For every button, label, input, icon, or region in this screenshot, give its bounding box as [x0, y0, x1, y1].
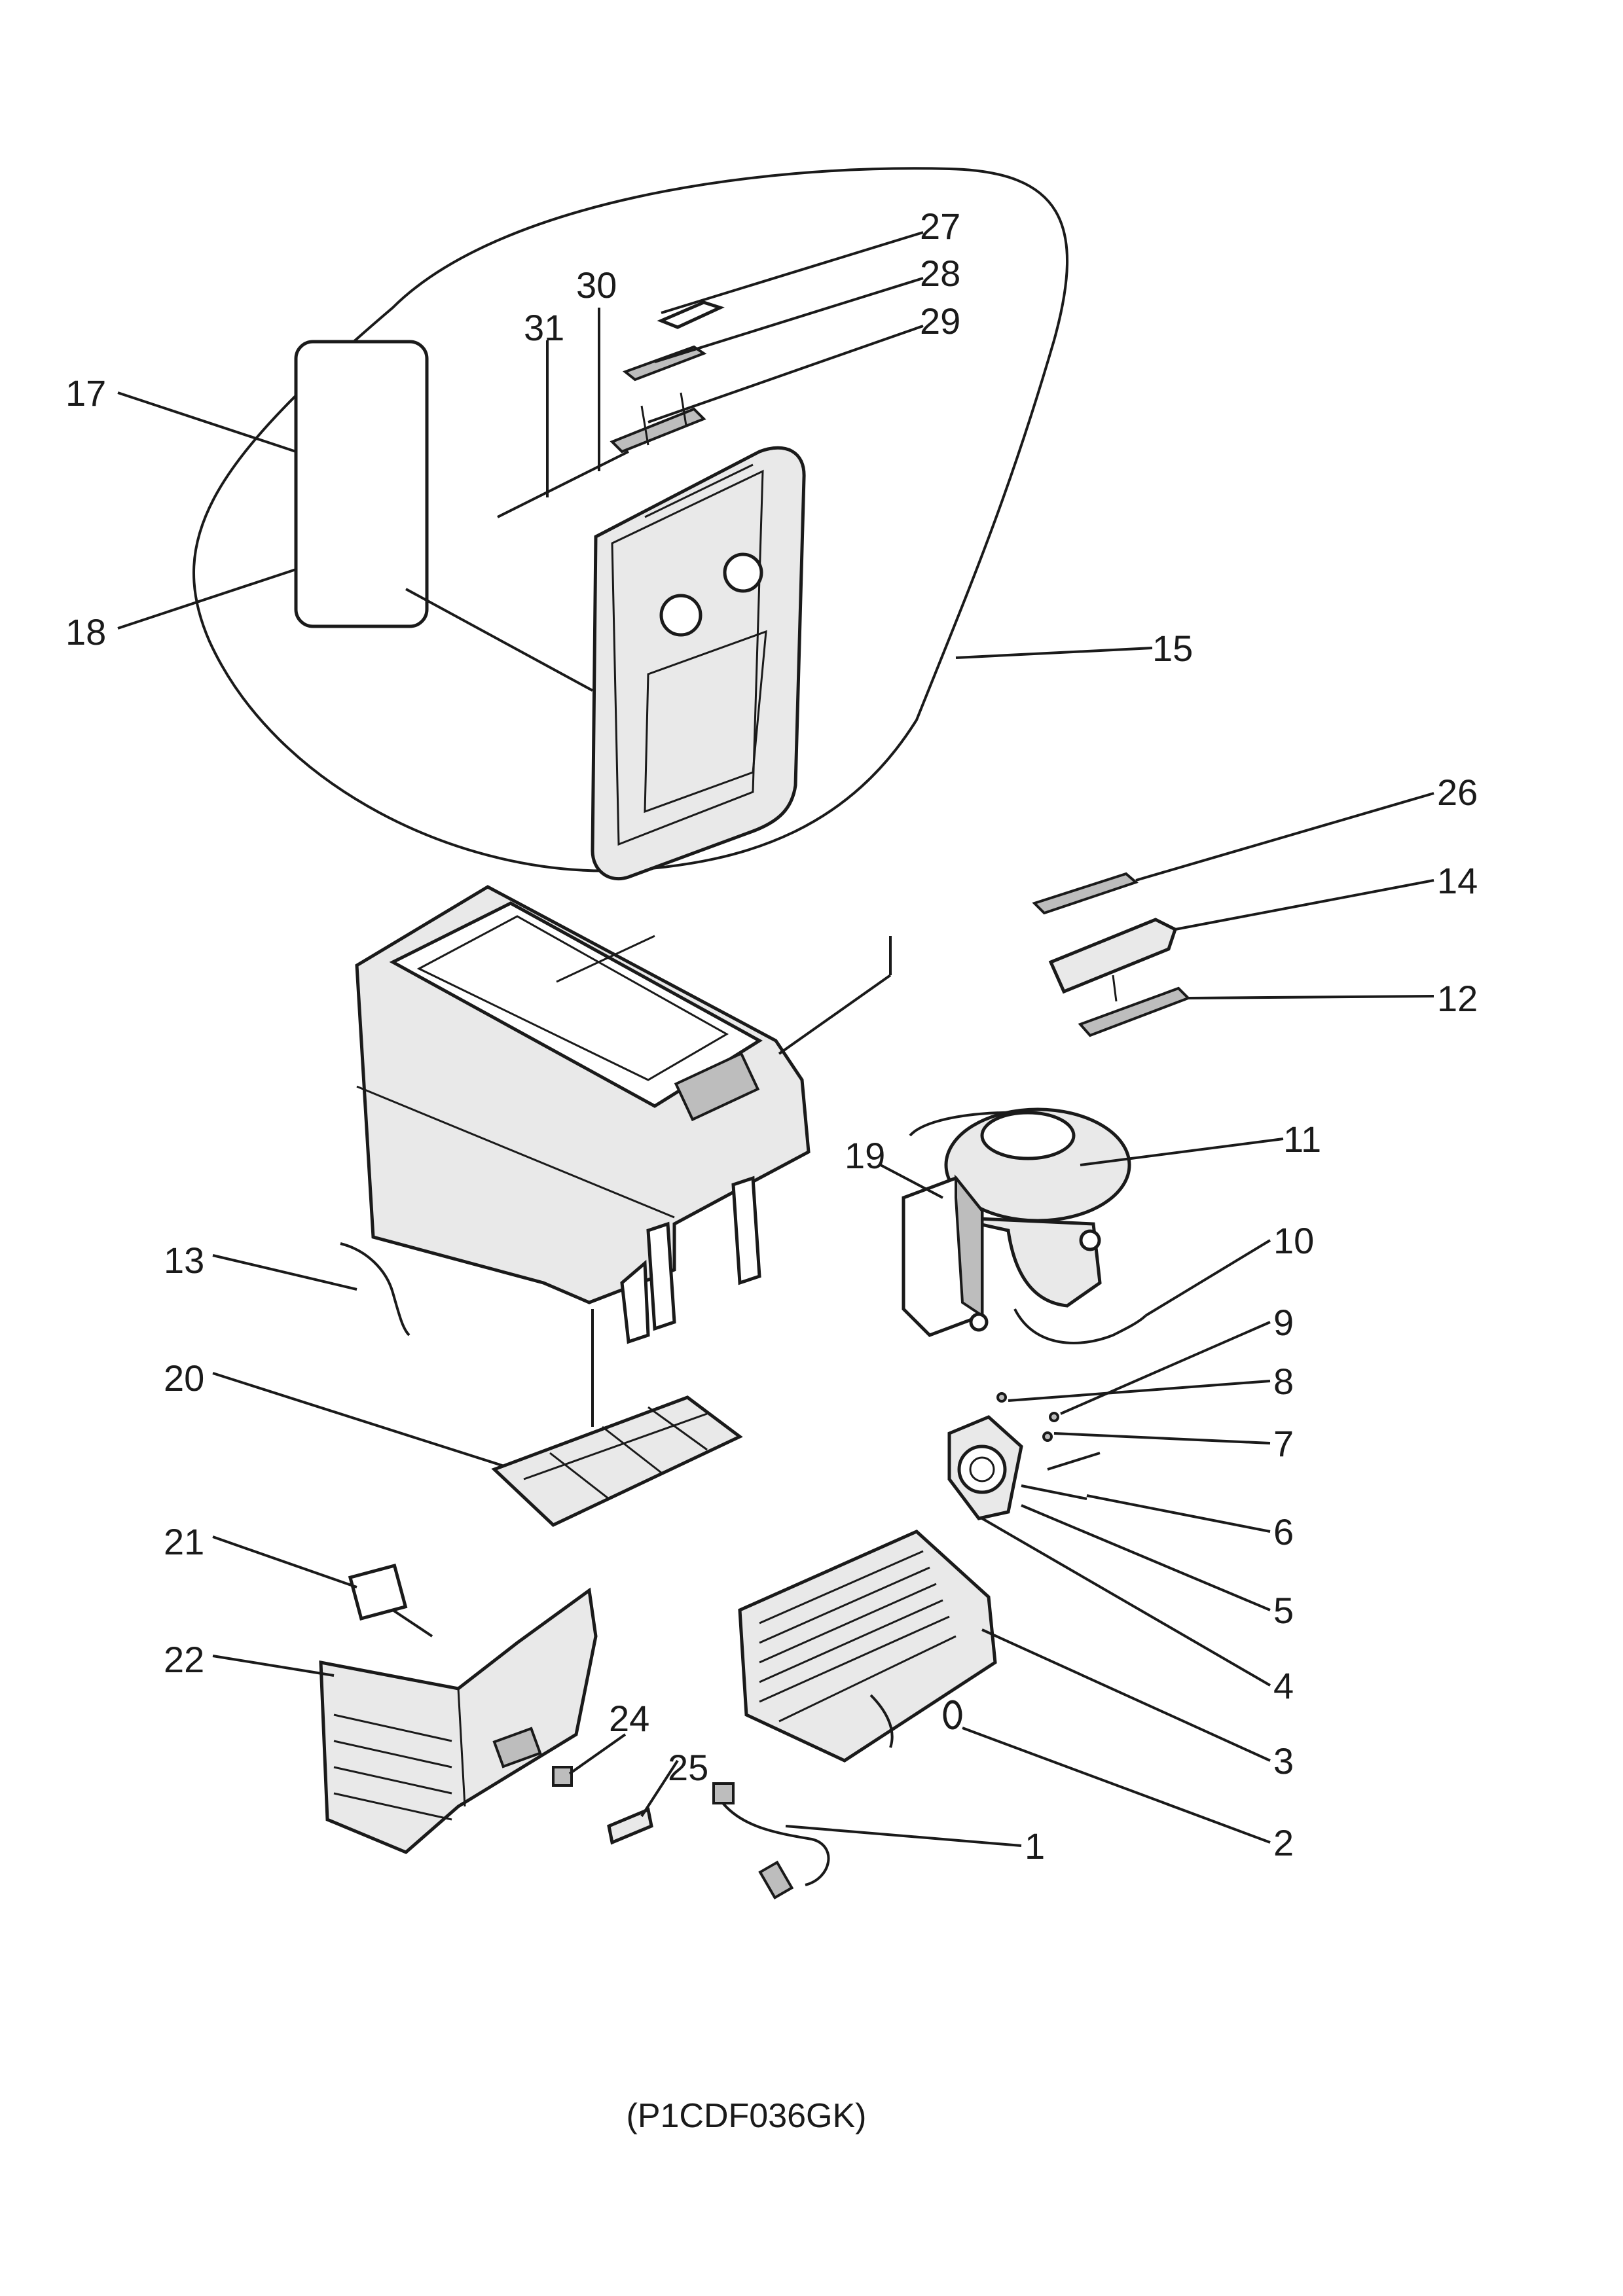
callout-8: 8 [1273, 1361, 1294, 1402]
callout-24: 24 [609, 1698, 649, 1739]
callout-12: 12 [1437, 978, 1478, 1019]
callout-9: 9 [1273, 1302, 1294, 1343]
bottom-plate [491, 1395, 743, 1527]
callout-11: 11 [1283, 1119, 1321, 1160]
callout-1: 1 [1025, 1825, 1045, 1867]
lid-panel [591, 446, 806, 881]
lid-detail-outline [192, 167, 1069, 872]
callout-29: 29 [920, 300, 960, 342]
connector-plug [552, 1766, 573, 1787]
callout-7: 7 [1273, 1423, 1294, 1464]
leader-lines [117, 231, 1434, 1847]
callout-30: 30 [576, 264, 617, 306]
callout-26: 26 [1437, 772, 1478, 813]
callout-21: 21 [164, 1521, 204, 1562]
fan-assembly [947, 1392, 1101, 1520]
callout-5: 5 [1273, 1590, 1294, 1631]
callout-2: 2 [1273, 1822, 1294, 1863]
callout-14: 14 [1437, 860, 1478, 901]
cover-plate [607, 1807, 653, 1845]
callout-4: 4 [1273, 1665, 1294, 1706]
callout-labels: 27 28 29 30 31 17 18 15 26 14 12 19 11 1… [65, 206, 1478, 1867]
callout-3: 3 [1273, 1740, 1294, 1782]
callout-18: 18 [65, 611, 106, 653]
power-cable [712, 1782, 830, 1900]
callout-17: 17 [65, 372, 106, 414]
callout-19: 19 [845, 1135, 885, 1176]
lid-gasket [294, 340, 429, 628]
callout-13: 13 [164, 1240, 204, 1281]
lid-hinge-pin [497, 450, 629, 518]
drain-hose [340, 1242, 410, 1336]
callout-15: 15 [1152, 628, 1193, 669]
callout-31: 31 [524, 307, 564, 348]
callout-20: 20 [164, 1357, 204, 1399]
compressor-assembly [902, 1107, 1147, 1344]
callout-25: 25 [668, 1747, 708, 1788]
callout-27: 27 [920, 206, 960, 247]
model-number-caption: (P1CDF036GK) [627, 2097, 867, 2135]
lid-handle-parts [610, 300, 725, 454]
condenser [738, 1530, 997, 1763]
control-panel-parts [1032, 872, 1191, 1037]
cabinet-body [355, 885, 811, 1344]
callout-6: 6 [1273, 1511, 1294, 1552]
callout-22: 22 [164, 1639, 204, 1680]
rear-housing [319, 1563, 598, 1854]
callout-28: 28 [920, 253, 960, 294]
callout-10: 10 [1273, 1220, 1314, 1261]
